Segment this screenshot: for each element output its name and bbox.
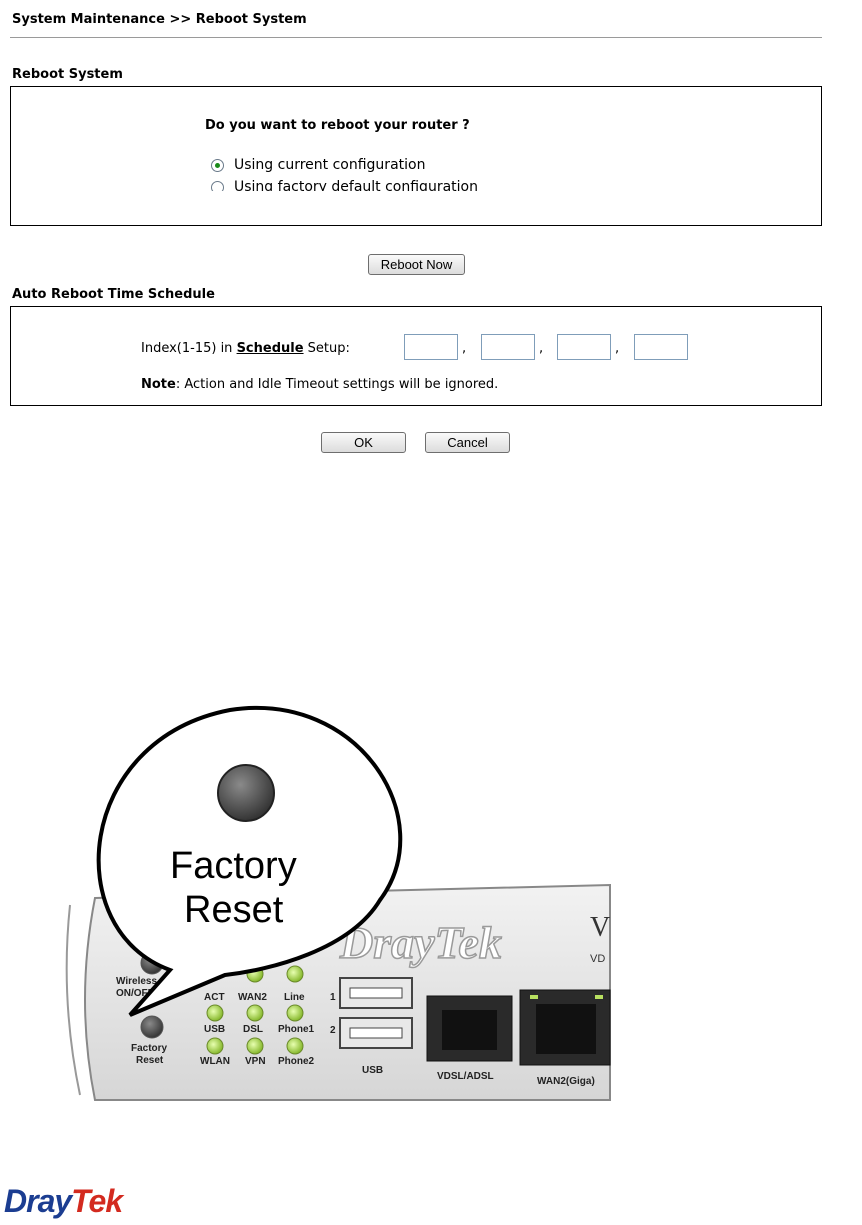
usb-number-1: 1	[330, 992, 336, 1003]
schedule-index-input-1[interactable]	[404, 334, 458, 360]
auto-reboot-panel: Index(1-15) in Schedule Setup: , , , Not…	[10, 306, 822, 406]
auto-reboot-section-title: Auto Reboot Time Schedule	[12, 287, 215, 302]
factory-reset-zoom-icon	[217, 764, 275, 822]
option-current-config-label: Using current configuration	[234, 157, 426, 173]
factory-label-2: Reset	[136, 1055, 164, 1066]
comma-1: ,	[462, 341, 467, 356]
index-suffix-text: Setup:	[303, 341, 350, 356]
callout-text-line1: Factory	[170, 845, 297, 887]
usb-number-2: 2	[330, 1025, 336, 1036]
factory-reset-button-icon	[140, 1015, 164, 1039]
comma-2: ,	[539, 341, 544, 356]
led-label-wan2: WAN2	[238, 992, 267, 1003]
note-text: : Action and Idle Timeout settings will …	[175, 377, 499, 392]
device-brand-text: DrayTek	[339, 917, 502, 968]
led-label-phone1: Phone1	[278, 1024, 315, 1035]
schedule-index-input-4[interactable]	[634, 334, 688, 360]
callout-text-line2: Reset	[184, 889, 284, 931]
callout-bubble	[96, 706, 403, 1017]
reboot-panel: Do you want to reboot your router ? Usin…	[10, 86, 822, 226]
schedule-link[interactable]: Schedule	[236, 341, 304, 356]
led-label-usb: USB	[204, 1024, 225, 1035]
led-label-wlan: WLAN	[200, 1056, 230, 1067]
device-model-sub-text: VD	[590, 953, 605, 965]
wireless-label-1: Wireless	[116, 976, 157, 987]
router-illustration: DrayTek V VD Wireless ON/OFF/ Factory Re…	[65, 706, 611, 1101]
draytek-logo: DrayTek	[4, 1183, 123, 1220]
logo-part-dray: Dray	[4, 1183, 72, 1219]
led-label-act: ACT	[204, 992, 225, 1003]
schedule-note: Note: Action and Idle Timeout settings w…	[141, 377, 498, 392]
note-label: Note	[141, 377, 176, 392]
breadcrumb-divider	[10, 37, 822, 38]
cancel-button[interactable]: Cancel	[425, 432, 510, 453]
wireless-label-2: ON/OFF/	[116, 988, 157, 999]
schedule-index-label: Index(1-15) in Schedule Setup:	[141, 341, 350, 356]
option-current-config[interactable]: Using current configuration	[211, 157, 425, 173]
schedule-index-input-3[interactable]	[557, 334, 611, 360]
reboot-now-button[interactable]: Reboot Now	[368, 254, 465, 275]
reboot-question: Do you want to reboot your router ?	[205, 118, 470, 133]
index-prefix-text: Index(1-15) in	[141, 341, 237, 356]
led-label-phone2: Phone2	[278, 1056, 315, 1067]
port-label-usb: USB	[362, 1065, 383, 1076]
factory-label-1: Factory	[131, 1043, 168, 1054]
led-label-vpn: VPN	[245, 1056, 266, 1067]
breadcrumb: System Maintenance >> Reboot System	[12, 12, 307, 27]
radio-current-config[interactable]	[211, 158, 224, 172]
led-label-dsl: DSL	[243, 1024, 263, 1035]
device-model-text: V	[590, 912, 610, 943]
reboot-section-title: Reboot System	[12, 67, 123, 82]
port-label-wan2: WAN2(Giga)	[537, 1076, 595, 1087]
ok-button[interactable]: OK	[321, 432, 406, 453]
schedule-index-input-2[interactable]	[481, 334, 535, 360]
port-label-vdsl: VDSL/ADSL	[437, 1071, 494, 1082]
logo-part-tek: Tek	[71, 1183, 123, 1219]
led-label-line: Line	[284, 992, 305, 1003]
comma-3: ,	[615, 341, 620, 356]
panel-clip	[11, 191, 821, 221]
